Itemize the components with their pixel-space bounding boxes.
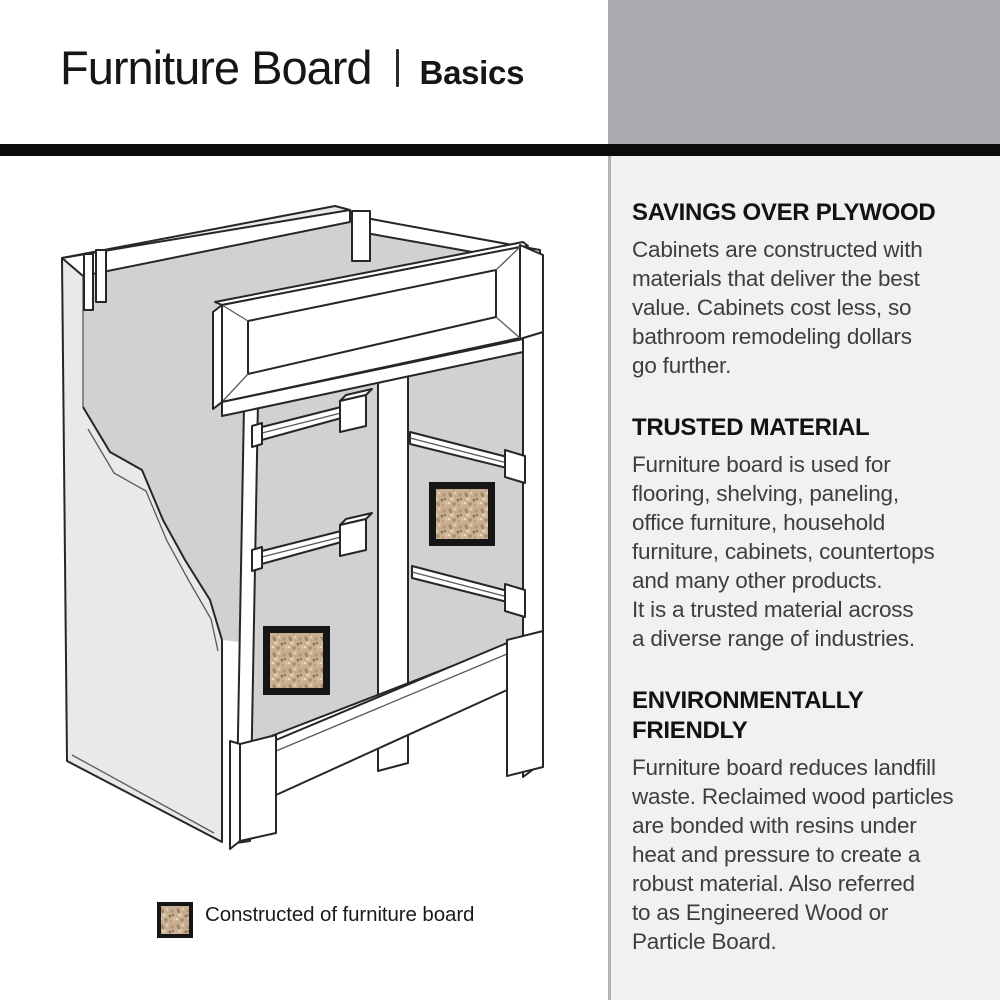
- panel-cleat: [95, 249, 107, 303]
- left-leg: [239, 734, 277, 842]
- right-leg: [506, 630, 544, 777]
- panel-top-edge: [61, 209, 351, 277]
- drawer-front-top-bevel: [214, 241, 529, 306]
- slide-bracket: [339, 394, 367, 433]
- slide-bracket: [504, 449, 526, 484]
- drawer-front-left-edge: [212, 304, 223, 410]
- section-savings: SAVINGS OVER PLYWOOD Cabinets are constr…: [632, 198, 982, 380]
- header: Furniture Board Basics: [60, 44, 524, 91]
- divider-rule: [0, 144, 1000, 156]
- slide-clip: [251, 546, 263, 572]
- section-environment: ENVIRONMENTALLY FRIENDLY Furniture board…: [632, 686, 982, 956]
- section-body: Furniture board reduces landfill waste. …: [632, 755, 954, 954]
- accent-block: [608, 0, 1000, 144]
- info-panel: SAVINGS OVER PLYWOOD Cabinets are constr…: [608, 156, 1000, 1000]
- section-body: Furniture board is used for flooring, sh…: [632, 452, 935, 651]
- section-heading: TRUSTED MATERIAL: [632, 414, 870, 441]
- face-frame-rail: [221, 338, 524, 417]
- drawer-front-end-cap: [519, 244, 544, 340]
- back-corner-post: [351, 210, 371, 262]
- left-side-edge: [229, 740, 241, 850]
- cabinet-base: [229, 630, 544, 850]
- drawer-slides: [251, 388, 526, 618]
- page-subtitle: Basics: [419, 54, 525, 91]
- section-trusted: TRUSTED MATERIAL Furniture board is used…: [632, 413, 982, 653]
- section-heading: SAVINGS OVER PLYWOOD: [632, 199, 936, 226]
- legend-label: Constructed of furniture board: [205, 903, 475, 926]
- section-heading: ENVIRONMENTALLY FRIENDLY: [632, 687, 864, 744]
- section-body: Cabinets are constructed with materials …: [632, 237, 923, 378]
- furniture-board-swatch-upper: [429, 482, 495, 546]
- furniture-board-swatch-lower: [263, 626, 330, 695]
- slide-bracket: [504, 583, 526, 618]
- torn-contour-line: [87, 428, 219, 652]
- title-separator-bar: [395, 48, 399, 87]
- slide-clip: [251, 422, 263, 448]
- torn-edge: [82, 406, 223, 641]
- drawer-front: [212, 241, 544, 417]
- page-title: Furniture Board: [60, 41, 373, 94]
- cabinet-diagram: [61, 205, 544, 938]
- furniture-board-texture-swatch: [157, 902, 193, 938]
- panel-cleat: [83, 253, 94, 311]
- slide-bracket: [339, 518, 367, 557]
